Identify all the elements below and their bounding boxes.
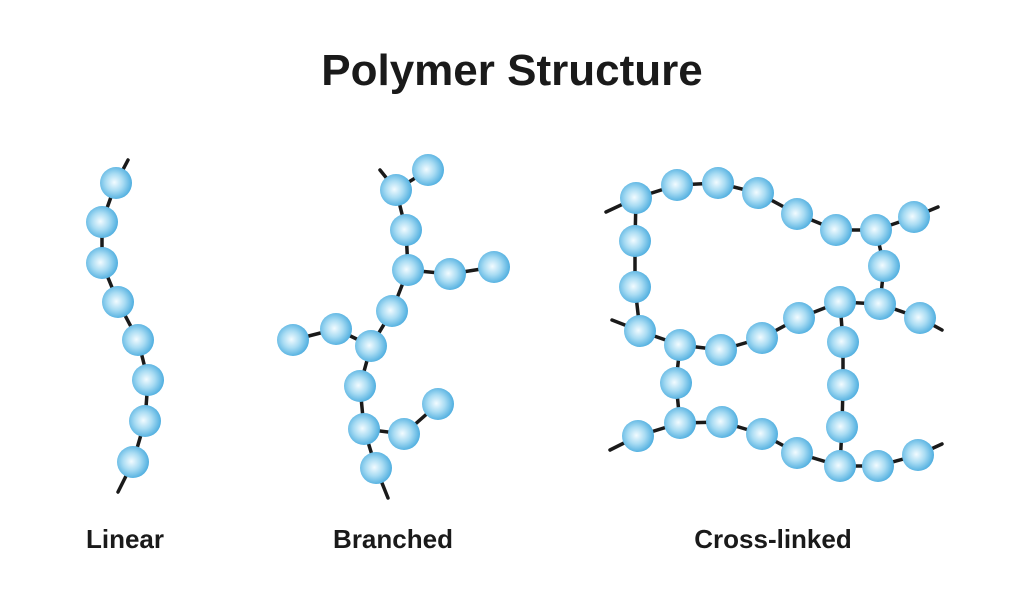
- cross-linked-monomer-bead: [619, 271, 651, 303]
- branched-monomer-bead: [277, 324, 309, 356]
- linear-monomer-bead: [122, 324, 154, 356]
- cross-linked-monomer-bead: [904, 302, 936, 334]
- branched-monomer-bead: [392, 254, 424, 286]
- cross-linked-monomer-bead: [868, 250, 900, 282]
- linear-monomer-bead: [129, 405, 161, 437]
- cross-linked-monomer-bead: [783, 302, 815, 334]
- branched-monomer-bead: [412, 154, 444, 186]
- cross-linked-monomer-bead: [860, 214, 892, 246]
- cross-linked-monomer-bead: [619, 225, 651, 257]
- branched-monomer-bead: [355, 330, 387, 362]
- cross-linked-monomer-bead: [824, 286, 856, 318]
- cross-linked-monomer-bead: [781, 198, 813, 230]
- cross-linked-bond: [604, 181, 940, 232]
- cross-linked-monomer-bead: [902, 439, 934, 471]
- page-title: Polymer Structure: [321, 46, 703, 95]
- linear-monomer-bead: [86, 247, 118, 279]
- cross-linked-monomer-bead: [781, 437, 813, 469]
- cross-linked-bond: [610, 300, 944, 352]
- cross-linked-monomer-bead: [664, 407, 696, 439]
- branched-monomer-bead: [360, 452, 392, 484]
- label-branched: Branched: [333, 524, 453, 554]
- cross-linked-monomer-bead: [827, 369, 859, 401]
- cross-linked-bond: [633, 196, 642, 333]
- branched-monomer-bead: [388, 418, 420, 450]
- branched-monomer-bead: [434, 258, 466, 290]
- cross-linked-monomer-bead: [824, 450, 856, 482]
- branched-bond: [358, 168, 410, 500]
- branched-monomer-bead: [320, 313, 352, 345]
- cross-linked-monomer-bead: [742, 177, 774, 209]
- linear-monomer-bead: [132, 364, 164, 396]
- cross-linked-monomer-bead: [746, 418, 778, 450]
- cross-linked-monomer-bead: [624, 315, 656, 347]
- cross-linked-monomer-bead: [620, 182, 652, 214]
- branched-monomer-bead: [422, 388, 454, 420]
- label-cross-linked: Cross-linked: [694, 524, 852, 554]
- cross-linked-monomer-bead: [622, 420, 654, 452]
- cross-linked-monomer-bead: [827, 326, 859, 358]
- linear-monomer-bead: [102, 286, 134, 318]
- cross-linked-bond: [608, 420, 944, 468]
- linear-bond: [100, 158, 150, 494]
- branched-monomer-bead: [380, 174, 412, 206]
- cross-linked-monomer-bead: [661, 169, 693, 201]
- branched-monomer-bead: [390, 214, 422, 246]
- cross-linked-monomer-bead: [705, 334, 737, 366]
- branched-monomer-bead: [376, 295, 408, 327]
- branched-monomer-bead: [478, 251, 510, 283]
- cross-linked-monomer-bead: [864, 288, 896, 320]
- cross-linked-monomer-bead: [706, 406, 738, 438]
- cross-linked-monomer-bead: [746, 322, 778, 354]
- cross-linked-monomer-bead: [664, 329, 696, 361]
- cross-linked-monomer-bead: [826, 411, 858, 443]
- cross-linked-monomer-bead: [862, 450, 894, 482]
- label-linear: Linear: [85, 524, 165, 554]
- cross-linked-monomer-bead: [702, 167, 734, 199]
- cross-linked-monomer-bead: [898, 201, 930, 233]
- linear-monomer-bead: [86, 206, 118, 238]
- branched-monomer-bead: [344, 370, 376, 402]
- cross-linked-monomer-bead: [660, 367, 692, 399]
- linear-monomer-bead: [100, 167, 132, 199]
- branched-monomer-bead: [348, 413, 380, 445]
- cross-linked-monomer-bead: [820, 214, 852, 246]
- linear-monomer-bead: [117, 446, 149, 478]
